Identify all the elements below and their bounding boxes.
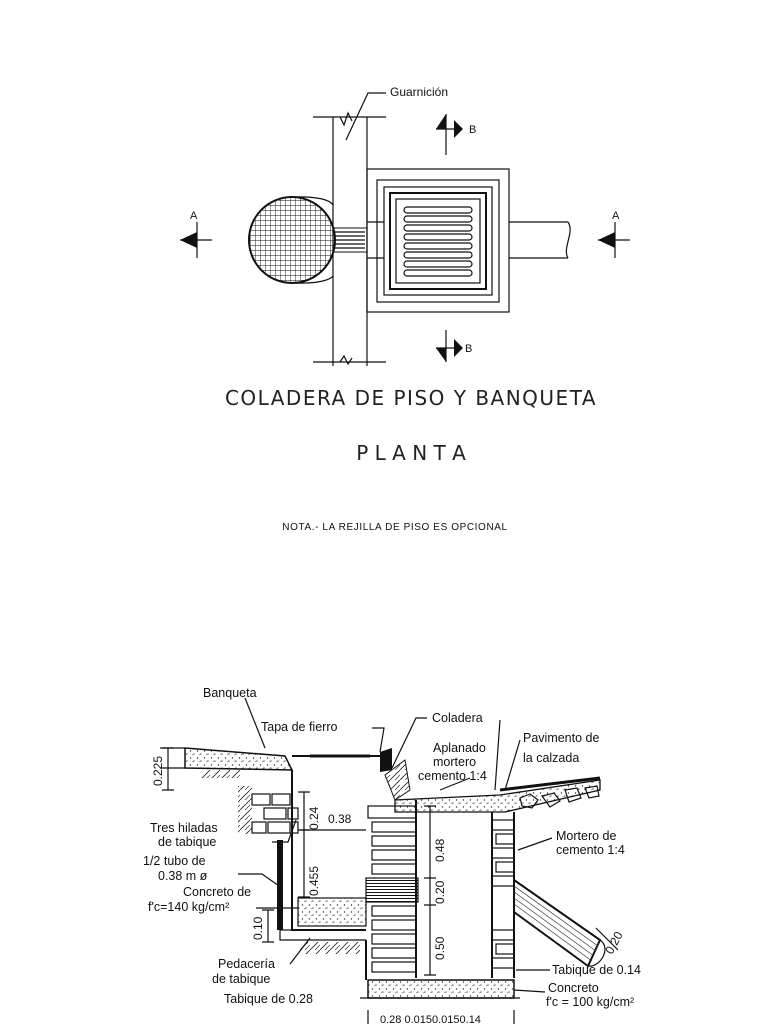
leader-lines: [238, 697, 553, 993]
label-tapa: Tapa de fierro: [261, 720, 337, 734]
plan-note: NOTA.- LA REJILLA DE PISO ES OPCIONAL: [282, 522, 507, 533]
label-tubo-1: 1/2 tubo de: [143, 854, 206, 868]
label-concreto100-2: f'c = 100 kg/cm²: [546, 995, 634, 1009]
dim-048: 0.48: [433, 838, 447, 862]
section-view: [160, 697, 619, 1024]
section-marker-b-top: [436, 114, 463, 155]
label-aplanado-1: Aplanado: [433, 741, 486, 755]
plan-title: COLADERA DE PISO Y BANQUETA: [225, 386, 597, 410]
connector-pipes: [332, 227, 368, 253]
section-marker-a-right: [598, 222, 630, 258]
section-marker-a-left: [180, 222, 212, 258]
label-tabique-014: Tabique de 0.14: [552, 963, 641, 977]
dimension-lines: [162, 747, 619, 976]
label-guarnicion: Guarnición: [390, 85, 448, 99]
label-tabique-028: Tabique de 0.28: [224, 992, 313, 1006]
dim-0455: 0.455: [307, 866, 321, 896]
section-marker-b-bottom: [436, 330, 463, 362]
outlet-pipe: [513, 879, 606, 968]
label-aplanado-2: mortero: [433, 755, 476, 769]
plan-view: [180, 92, 630, 366]
dim-bottom: 0.28 0.0150.0150.14: [380, 1014, 481, 1024]
dim-020: 0.20: [433, 880, 447, 904]
dim-024: 0.24: [307, 806, 321, 830]
inner-wall-bricks: [365, 805, 419, 973]
label-concreto140-2: f'c=140 kg/cm²: [148, 900, 229, 914]
label-concreto140-1: Concreto de: [183, 885, 251, 899]
dim-050: 0.50: [433, 936, 447, 960]
square-basin: [366, 168, 571, 313]
label-pedaceria-1: Pedacería: [218, 957, 275, 971]
dim-038: 0.38: [328, 812, 352, 826]
dim-020-pipe: 0.20: [602, 929, 625, 956]
label-aplanado-3: cemento 1:4: [418, 769, 487, 783]
label-tubo-2: 0.38 m ø: [158, 869, 208, 883]
dim-010: 0.10: [251, 916, 265, 940]
pavement-rubble: [519, 785, 600, 809]
label-coladera: Coladera: [432, 711, 483, 725]
round-grate: [248, 196, 336, 284]
dim-0225: 0.225: [151, 756, 165, 786]
section-b-bottom-label: B: [465, 343, 472, 355]
section-a-right-label: A: [612, 210, 620, 222]
label-mortero-2: cemento 1:4: [556, 843, 625, 857]
label-tres-2: de tabique: [158, 835, 216, 849]
label-concreto100-1: Concreto: [548, 981, 599, 995]
label-banqueta: Banqueta: [203, 686, 257, 700]
label-mortero-1: Mortero de: [556, 829, 616, 843]
section-a-left-label: A: [190, 210, 198, 222]
plan-subtitle: P L A N T A: [356, 441, 466, 465]
label-pedaceria-2: de tabique: [212, 972, 270, 986]
label-pavimento-2: la calzada: [523, 751, 579, 765]
label-pavimento-1: Pavimento de: [523, 731, 599, 745]
section-b-top-label: B: [469, 124, 476, 136]
label-tres-1: Tres hiladas: [150, 821, 218, 835]
